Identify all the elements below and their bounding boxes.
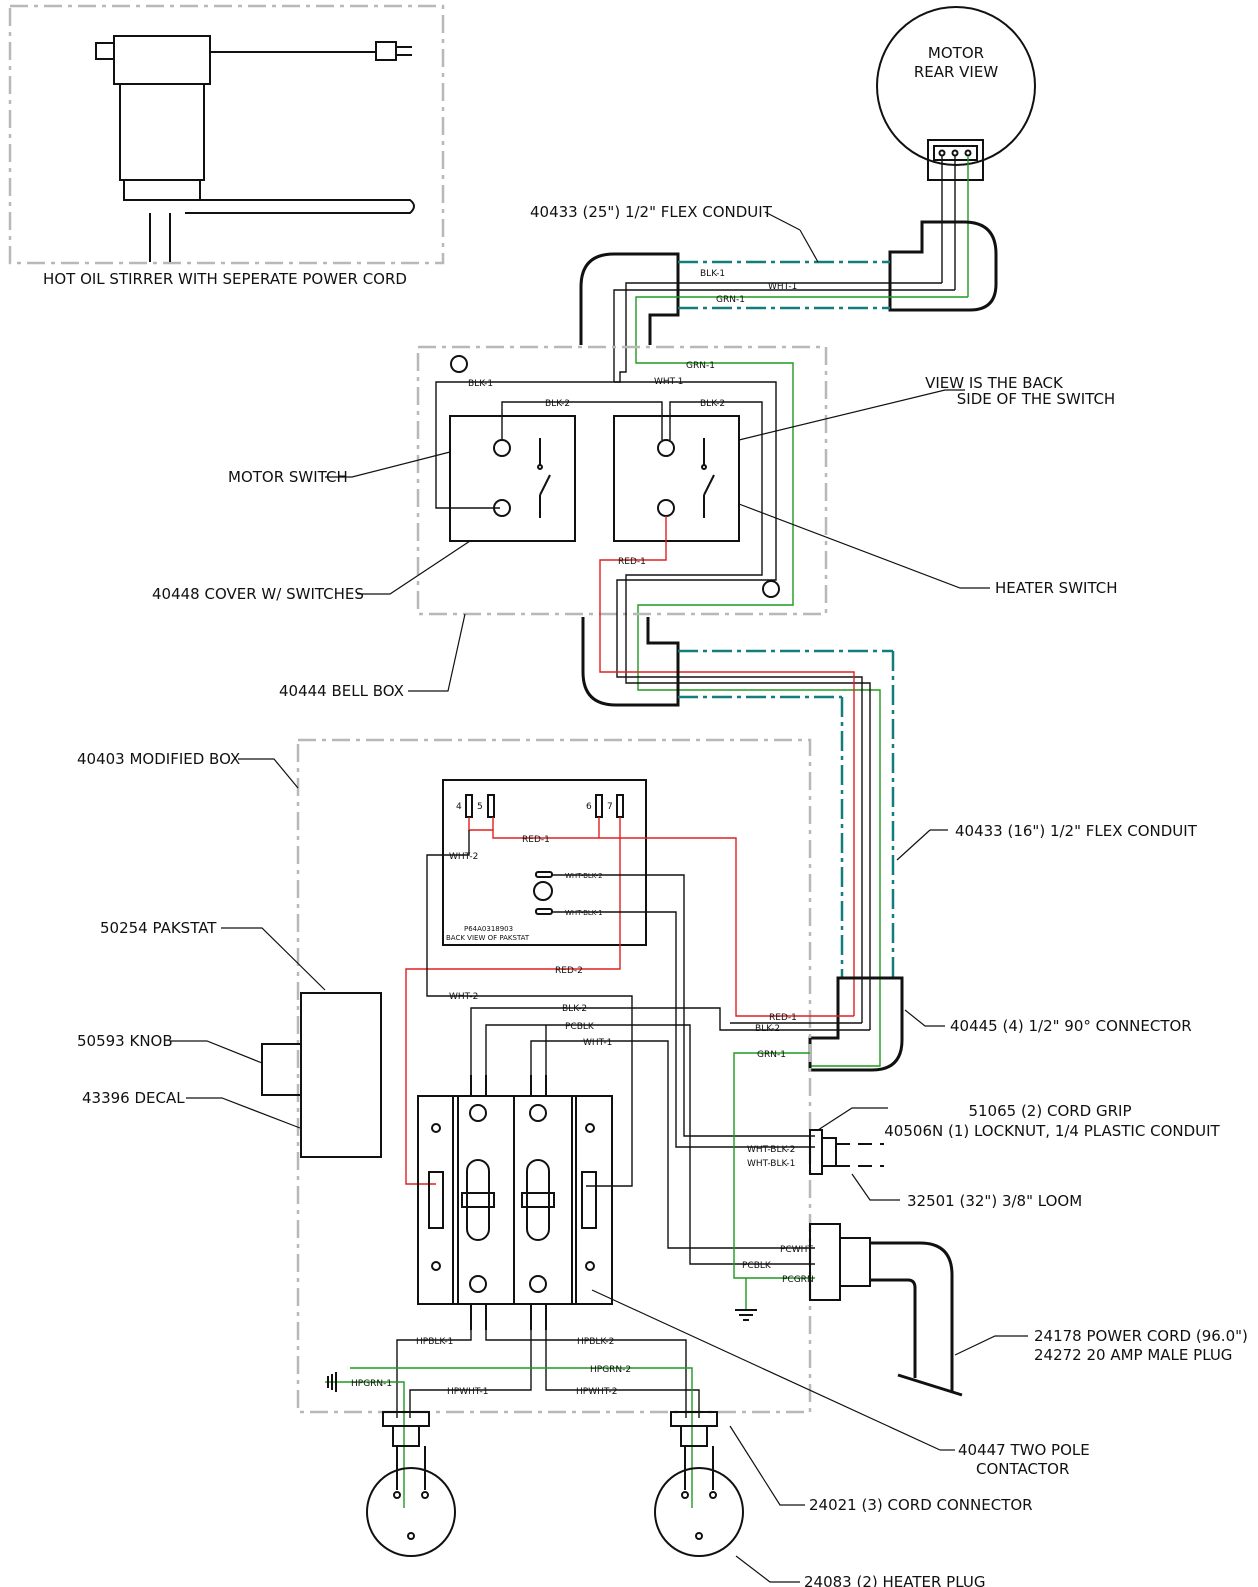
wire-red1-pakstat: RED-1 — [522, 835, 550, 845]
wire-blk2-b: BLK-2 — [700, 399, 725, 409]
wire-blk1-top: BLK-1 — [700, 269, 725, 279]
wire-pcblk: PCBLK — [565, 1022, 595, 1032]
stirrer-inset: HOT OIL STIRRER WITH SEPERATE POWER CORD — [8, 4, 445, 288]
pakstat-view: BACK VIEW OF PAKSTAT — [446, 934, 530, 942]
heater-wiring: HPBLK-1 HPWHT-1 HPBLK-2 HPWHT-2 HPGRN-1 … — [325, 1330, 1033, 1587]
motor-switch-label: MOTOR SWITCH — [228, 468, 348, 486]
lower-flex-conduit: 40433 (16") 1/2" FLEX CONDUIT 40445 (4) … — [581, 617, 1198, 1072]
modified-box: 40403 MODIFIED BOX 4 5 6 7 P64A0318903 B… — [77, 738, 870, 1414]
motor-label-1: MOTOR — [928, 44, 984, 62]
wire-wht2-pakstat: WHT-2 — [449, 852, 478, 862]
heater-switch — [613, 415, 740, 542]
pakstat-part: P64A0318903 — [464, 925, 513, 933]
wire-pcgrn: PCGRN — [782, 1275, 814, 1285]
terminal-7: 7 — [607, 802, 613, 812]
wire-pcwht: PCWHT — [780, 1245, 813, 1255]
wire-whtblk2-box: WHT-BLK-2 — [747, 1145, 795, 1155]
wire-hpgrn1: HPGRN-1 — [351, 1379, 392, 1389]
contactor-label-1: 40447 TWO POLE — [958, 1441, 1090, 1459]
motor-label-2: REAR VIEW — [914, 63, 999, 81]
wire-blk1-bell: BLK-1 — [468, 379, 493, 389]
wire-blk2-a: BLK-2 — [545, 399, 570, 409]
cord-grips: 51065 (2) CORD GRIP 40506N (1) LOCKNUT, … — [809, 1102, 1221, 1210]
modified-box-label: 40403 MODIFIED BOX — [77, 750, 240, 768]
pakstat-label: 50254 PAKSTAT — [100, 919, 217, 937]
wire-whtblk1-box: WHT-BLK-1 — [747, 1159, 795, 1169]
wire-wht1-top: WHT-1 — [768, 282, 797, 292]
wire-red1-bell: RED-1 — [618, 557, 646, 567]
view-back-label-2: SIDE OF THE SWITCH — [957, 390, 1115, 408]
motor-rear-view: MOTOR REAR VIEW — [876, 6, 1036, 297]
connector-90-label: 40445 (4) 1/2" 90° CONNECTOR — [950, 1017, 1192, 1035]
bell-box-label: 40444 BELL BOX — [279, 682, 404, 700]
heater-plug-label: 24083 (2) HEATER PLUG — [804, 1573, 985, 1587]
loom-label: 32501 (32") 3/8" LOOM — [907, 1192, 1082, 1210]
terminal-6: 6 — [586, 802, 592, 812]
bell-box: BLK-1 WHT-1 GRN-1 BLK-2 BLK-2 RED-1 — [416, 345, 871, 1030]
cord-grip-label: 51065 (2) CORD GRIP — [968, 1102, 1131, 1120]
wire-whtblk1-pakstat: WHT-BLK-1 — [565, 909, 603, 917]
wire-red2: RED-2 — [555, 966, 583, 976]
wire-wht2-box: WHT-2 — [449, 992, 478, 1002]
terminal-4: 4 — [456, 802, 462, 812]
wire-pcblk-plug: PCBLK — [742, 1261, 772, 1271]
pakstat-back-view — [442, 779, 647, 946]
top-flex-conduit: 40433 (25") 1/2" FLEX CONDUIT BLK-1 WHT-… — [435, 203, 998, 1067]
knob-label: 50593 KNOB — [77, 1032, 173, 1050]
flex-conduit-25-label: 40433 (25") 1/2" FLEX CONDUIT — [530, 203, 773, 221]
stirrer-caption: HOT OIL STIRRER WITH SEPERATE POWER CORD — [43, 270, 407, 288]
wire-hpgrn2: HPGRN-2 — [590, 1365, 631, 1375]
wire-hpblk2: HPBLK-2 — [577, 1337, 614, 1347]
view-back-label-1: VIEW IS THE BACK — [925, 374, 1064, 392]
wire-grn1-bell: GRN-1 — [686, 361, 715, 371]
power-cord: 24178 POWER CORD (96.0") 24272 20 AMP MA… — [809, 1223, 1248, 1397]
pakstat-side: 50254 PAKSTAT 50593 KNOB 43396 DECAL — [77, 919, 382, 1158]
wire-hpwht1: HPWHT-1 — [447, 1387, 489, 1397]
bell-box-callouts: MOTOR SWITCH 40448 COVER W/ SWITCHES VIE… — [152, 374, 1118, 700]
cover-switches-label: 40448 COVER W/ SWITCHES — [152, 585, 364, 603]
wire-whtblk2-pakstat: WHT-BLK-2 — [565, 872, 603, 880]
wire-hpwht2: HPWHT-2 — [576, 1387, 618, 1397]
wire-wht1-box: WHT-1 — [583, 1038, 612, 1048]
flex-conduit-16-label: 40433 (16") 1/2" FLEX CONDUIT — [955, 822, 1198, 840]
wire-blk2-box: BLK-2 — [562, 1004, 587, 1014]
wire-blk2-right: BLK-2 — [755, 1024, 780, 1034]
wire-grn1-box: GRN-1 — [757, 1050, 786, 1060]
decal-label: 43396 DECAL — [82, 1089, 185, 1107]
heater-switch-label: HEATER SWITCH — [995, 579, 1118, 597]
wire-grn1-top: GRN-1 — [716, 295, 745, 305]
wire-red1-box: RED-1 — [769, 1013, 797, 1023]
terminal-5: 5 — [477, 802, 483, 812]
locknut-label: 40506N (1) LOCKNUT, 1/4 PLASTIC CONDUIT — [884, 1122, 1220, 1140]
contactor-label-2: CONTACTOR — [976, 1460, 1069, 1478]
power-cord-label: 24178 POWER CORD (96.0") — [1034, 1327, 1248, 1345]
wire-hpblk1: HPBLK-1 — [416, 1337, 453, 1347]
cord-connector-label: 24021 (3) CORD CONNECTOR — [809, 1496, 1033, 1514]
two-pole-contactor: 40447 TWO POLE CONTACTOR — [417, 1075, 1090, 1478]
motor-switch — [449, 415, 576, 542]
male-plug-label: 24272 20 AMP MALE PLUG — [1034, 1346, 1232, 1364]
